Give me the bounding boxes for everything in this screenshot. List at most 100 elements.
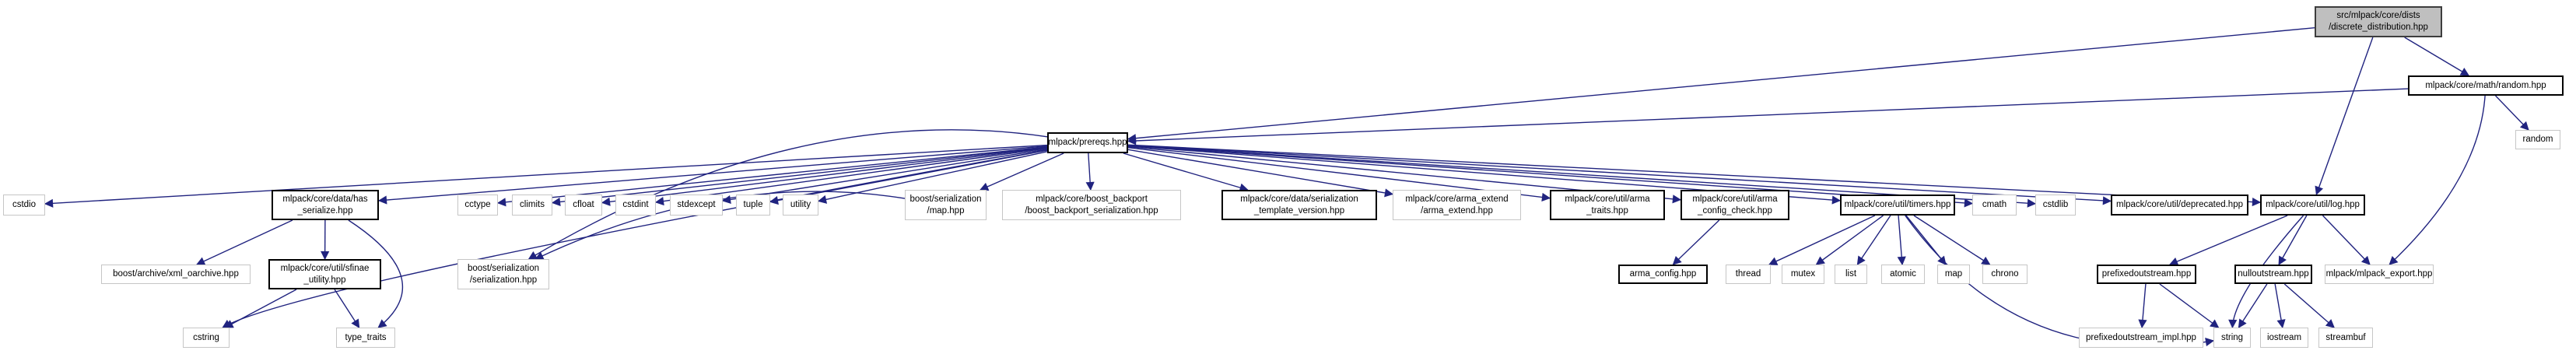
include-edge-has_serialize-to-type_traits [348, 219, 404, 328]
include-edge-prereqs-to-serboost [527, 129, 1048, 260]
node-mutex: mutex [1782, 265, 1824, 284]
node-label-line: random [2522, 135, 2553, 145]
node-label-line: stdexcept [677, 200, 716, 210]
include-edge-mathrandom-to-random [2495, 95, 2529, 131]
node-label-line: prefixedoutstream_impl.hpp [2086, 332, 2196, 342]
node-label-line: arma_config.hpp [1629, 269, 1697, 279]
node-iostream: iostream [2260, 328, 2308, 348]
node-label-line: mlpack/core/data/serialization [1240, 194, 1358, 204]
include-edge-nullout-to-streambuf [2283, 283, 2336, 328]
node-label-line: mlpack/core/util/arma [1565, 194, 1650, 204]
node-label-line: string [2220, 332, 2244, 342]
node-nullout[interactable]: nulloutstream.hpp [2234, 265, 2312, 284]
include-edge-prereqs-to-cstring [222, 149, 1048, 328]
node-label-line: chrono [1991, 269, 2019, 279]
include-edge-nullout-to-string [2238, 283, 2268, 328]
node-label-line: prefixedoutstream.hpp [2101, 269, 2192, 279]
include-edge-prereqs-to-armatraits [1127, 147, 1551, 202]
node-prefixed[interactable]: prefixedoutstream.hpp [2097, 265, 2196, 284]
include-edge-mathrandom-to-export [2388, 95, 2486, 265]
node-cstdlib: cstdlib [2035, 195, 2076, 216]
node-impl: prefixedoutstream_impl.hpp [2079, 328, 2203, 348]
include-edge-prereqs-to-mapboost [979, 152, 1064, 191]
node-mapboost: boost/serialization/map.hpp [905, 190, 987, 220]
node-climits: climits [512, 195, 552, 216]
node-label-line: mlpack/core/boost_backport [1036, 194, 1148, 204]
node-label-line: iostream [2266, 332, 2302, 342]
node-label-line: _traits.hpp [1586, 205, 1628, 216]
include-edge-timers-to-chrono [1913, 215, 1991, 265]
include-edge-mathrandom-to-prereqs [1127, 88, 2409, 145]
node-label-line: mlpack/core/math/random.hpp [2425, 80, 2546, 90]
include-edge-src-to-prereqs [1127, 26, 2315, 143]
include-edge-prereqs-to-armaext [1127, 149, 1394, 198]
node-mathrandom[interactable]: mlpack/core/math/random.hpp [2408, 75, 2564, 96]
node-label-line: mlpack/core/util/log.hpp [2266, 200, 2360, 210]
node-deprecated[interactable]: mlpack/core/util/deprecated.hpp [2111, 195, 2248, 216]
include-edge-prefixed-to-string [2159, 283, 2220, 328]
include-edge-prereqs-to-cctype [496, 146, 1048, 207]
include-edge-prereqs-to-tmplver [1123, 152, 1249, 192]
node-label-line: cstdint [622, 200, 649, 210]
include-edge-prereqs-to-log [1127, 144, 2262, 207]
include-edge-prereqs-to-backport [1085, 152, 1095, 191]
node-has_serialize[interactable]: mlpack/core/data/has_serialize.hpp [272, 190, 379, 220]
include-edge-prereqs-to-has_serialize [377, 145, 1048, 205]
node-label-line: cctype [464, 200, 491, 210]
node-tuple: tuple [736, 195, 770, 216]
node-label-line: src/mlpack/core/dists [2336, 11, 2420, 21]
include-edge-timers-to-mutex [1815, 215, 1884, 265]
node-label-line: mlpack/core/arma_extend [1405, 194, 1509, 204]
node-map: map [1937, 265, 1970, 284]
node-tmplver[interactable]: mlpack/core/data/serialization_template_… [1221, 190, 1377, 220]
include-edge-confcheck-to-arma_config [1672, 219, 1720, 265]
node-label-line: type_traits [345, 332, 387, 342]
node-label-line: /discrete_distribution.hpp [2329, 23, 2428, 32]
node-log[interactable]: mlpack/core/util/log.hpp [2260, 195, 2365, 216]
include-edge-timers-to-atomic [1897, 215, 1906, 266]
include-edge-prereqs-to-cstdint [654, 147, 1048, 206]
node-confcheck[interactable]: mlpack/core/util/arma_config_check.hpp [1681, 190, 1789, 220]
node-label-line: _template_version.hpp [1253, 205, 1345, 216]
node-prereqs[interactable]: mlpack/prereqs.hpp [1047, 132, 1128, 153]
include-edge-log-to-prefixed [2168, 215, 2288, 266]
node-label-line: mlpack/core/util/timers.hpp [1844, 200, 1951, 210]
node-label-line: mutex [1790, 269, 1816, 279]
node-label-line: _config_check.hpp [1698, 205, 1772, 216]
include-edge-log-to-nullout [2278, 215, 2308, 265]
node-label-line: _utility.hpp [303, 275, 346, 285]
include-edge-prereqs-to-climits [551, 146, 1048, 207]
node-src: src/mlpack/core/dists/discrete_distribut… [2315, 6, 2442, 37]
node-arma_config[interactable]: arma_config.hpp [1618, 265, 1708, 284]
node-armaext: mlpack/core/arma_extend/arma_extend.hpp [1393, 190, 1521, 220]
node-label-line: tuple [743, 200, 763, 210]
node-label-line: cstdlib [2042, 200, 2069, 210]
include-edge-src-to-mathrandom [2404, 37, 2470, 76]
node-label-line: mlpack/core/util/deprecated.hpp [2115, 200, 2243, 210]
include-edge-prereqs-to-cmath [1127, 145, 1974, 208]
node-label-line: boost/archive/xml_oarchive.hpp [113, 269, 239, 279]
node-label-line: /boost_backport_serialization.hpp [1025, 205, 1158, 216]
node-stdexcept: stdexcept [670, 195, 723, 216]
node-string: string [2213, 328, 2251, 348]
node-timers[interactable]: mlpack/core/util/timers.hpp [1840, 195, 1955, 216]
node-cfloat: cfloat [565, 195, 602, 216]
node-armatraits[interactable]: mlpack/core/util/arma_traits.hpp [1550, 190, 1665, 220]
include-edge-src-to-log [2315, 37, 2374, 196]
node-label-line: mlpack/mlpack_export.hpp [2325, 269, 2433, 279]
node-label-line: thread [1735, 269, 1761, 279]
include-edge-prereqs-to-cstdio [44, 144, 1048, 208]
node-label-line: utility [790, 200, 811, 210]
node-type_traits: type_traits [336, 328, 395, 348]
node-streambuf: streambuf [2318, 328, 2373, 348]
node-label-line: mlpack/prereqs.hpp [1048, 138, 1127, 148]
node-label-line: /serialization.hpp [469, 275, 538, 285]
node-label-line: cstdio [12, 200, 37, 210]
node-label-line: /arma_extend.hpp [1421, 205, 1493, 216]
node-label-line: boost/serialization [467, 263, 540, 273]
include-edge-has_serialize-to-xml_oarchive [195, 219, 293, 265]
node-chrono: chrono [1982, 265, 2028, 284]
node-sfinae[interactable]: mlpack/core/util/sfinae_utility.hpp [268, 259, 381, 289]
node-label-line: nulloutstream.hpp [2238, 269, 2309, 279]
node-cctype: cctype [457, 195, 498, 216]
